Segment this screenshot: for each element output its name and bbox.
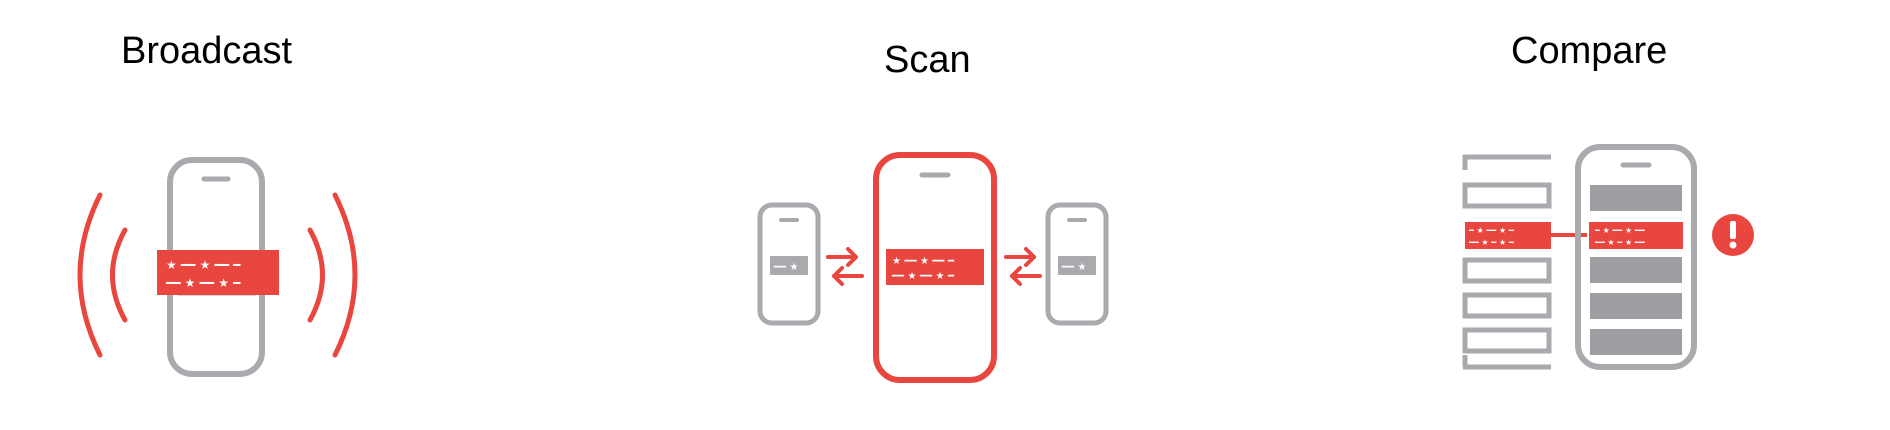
- svg-text:━━ ★: ━━ ★: [1061, 262, 1087, 273]
- id-token-icon-list: ━ ★ ━━ ★ ━ ━━ ★ ━ ★ ━: [1465, 222, 1551, 249]
- compare-illustration: ━ ★ ━━ ★ ━ ━━ ★ ━ ★ ━ ━ ★ ━━ ★ ━━ ━━ ★ ━…: [1462, 144, 1754, 370]
- id-token-icon-phone: ━ ★ ━━ ★ ━━ ━━ ★ ━ ★ ━━: [1589, 222, 1683, 249]
- phone-icon-center: [873, 152, 997, 383]
- svg-text:★ ━━ ★ ━━ ━: ★ ━━ ★ ━━ ━: [892, 256, 955, 267]
- panel-title-scan: Scan: [884, 39, 971, 81]
- svg-text:━━ ★ ━ ★ ━: ━━ ★ ━ ★ ━: [1468, 238, 1514, 247]
- phone-icon-right: ━━ ★: [1045, 202, 1109, 326]
- phone-icon: [1575, 144, 1697, 370]
- svg-text:★ ━━ ★ ━━ ━: ★ ━━ ★ ━━ ━: [166, 258, 241, 272]
- svg-text:━ ★ ━━ ★ ━━: ━ ★ ━━ ★ ━━: [1594, 226, 1645, 235]
- svg-text:━━ ★ ━━ ★ ━: ━━ ★ ━━ ★ ━: [165, 276, 241, 290]
- broadcast-illustration: ★ ━━ ★ ━━ ━ ━━ ★ ━━ ★ ━: [77, 157, 358, 377]
- svg-text:━ ★ ━━ ★ ━: ━ ★ ━━ ★ ━: [1468, 226, 1514, 235]
- svg-text:━━ ★ ━ ★ ━━: ━━ ★ ━ ★ ━━: [1594, 238, 1645, 247]
- panel-title-compare: Compare: [1511, 30, 1668, 72]
- panel-title-broadcast: Broadcast: [121, 30, 293, 72]
- exchange-arrows-icon-left: [826, 247, 864, 286]
- scan-illustration: ━━ ★ ★ ━━ ★ ━━ ━ ━━ ★ ━━ ★ ━ ━━ ★: [757, 152, 1109, 383]
- database-list-icon: [1462, 154, 1552, 370]
- svg-text:━━ ★ ━━ ★ ━: ━━ ★ ━━ ★ ━: [891, 271, 955, 282]
- broadcast-waves-icon: [77, 192, 358, 358]
- id-token-icon: ★ ━━ ★ ━━ ━ ━━ ★ ━━ ★ ━: [886, 249, 984, 285]
- exchange-arrows-icon-right: [1004, 247, 1042, 286]
- id-token-icon: ★ ━━ ★ ━━ ━ ━━ ★ ━━ ★ ━: [157, 250, 279, 295]
- alert-icon: [1712, 214, 1754, 256]
- svg-text:━━ ★: ━━ ★: [773, 262, 799, 273]
- phone-icon-left: ━━ ★: [757, 202, 821, 326]
